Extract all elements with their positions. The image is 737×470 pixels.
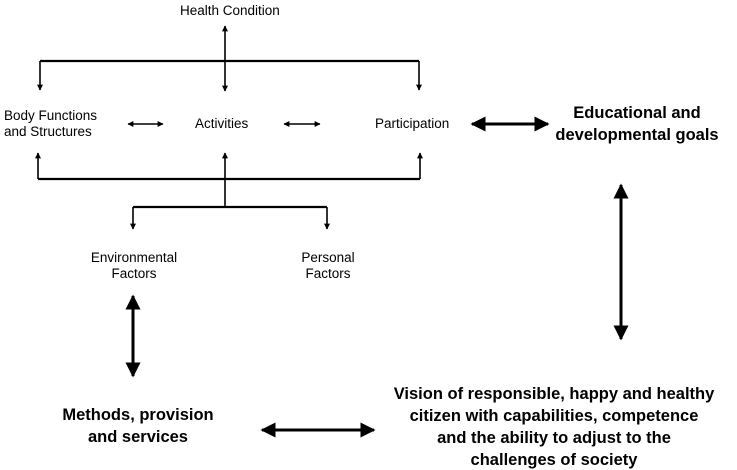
educational-line1: Educational and xyxy=(573,104,701,122)
body-functions-label: Body Functions and Structures xyxy=(4,108,97,140)
environmental-line1: Environmental xyxy=(90,250,178,265)
environmental-line2: Factors xyxy=(111,266,157,281)
health-condition-label: Health Condition xyxy=(180,3,280,18)
vision-line1: Vision of responsible, happy and healthy xyxy=(393,385,715,403)
personal-line1: Personal xyxy=(301,250,355,265)
body-functions-line1: Body Functions xyxy=(4,108,98,123)
body-functions-line2: and Structures xyxy=(4,124,92,139)
personal-factors-label: Personal Factors xyxy=(280,250,376,282)
educational-line2: developmental goals xyxy=(555,126,719,144)
methods-provision-label: Methods, provision and services xyxy=(48,404,228,448)
vision-line3: and the ability to adjust to the xyxy=(437,429,671,447)
participation-label: Participation xyxy=(375,116,450,131)
personal-line2: Factors xyxy=(305,266,351,281)
vision-line4: challenges of society xyxy=(470,451,638,469)
environmental-factors-label: Environmental Factors xyxy=(70,250,198,282)
vision-label: Vision of responsible, happy and healthy… xyxy=(392,383,716,470)
vision-line2: citizen with capabilities, competence xyxy=(409,407,699,425)
methods-line1: Methods, provision xyxy=(62,406,214,424)
educational-goals-label: Educational and developmental goals xyxy=(548,102,726,146)
methods-line2: and services xyxy=(88,428,188,446)
activities-label: Activities xyxy=(195,116,249,131)
